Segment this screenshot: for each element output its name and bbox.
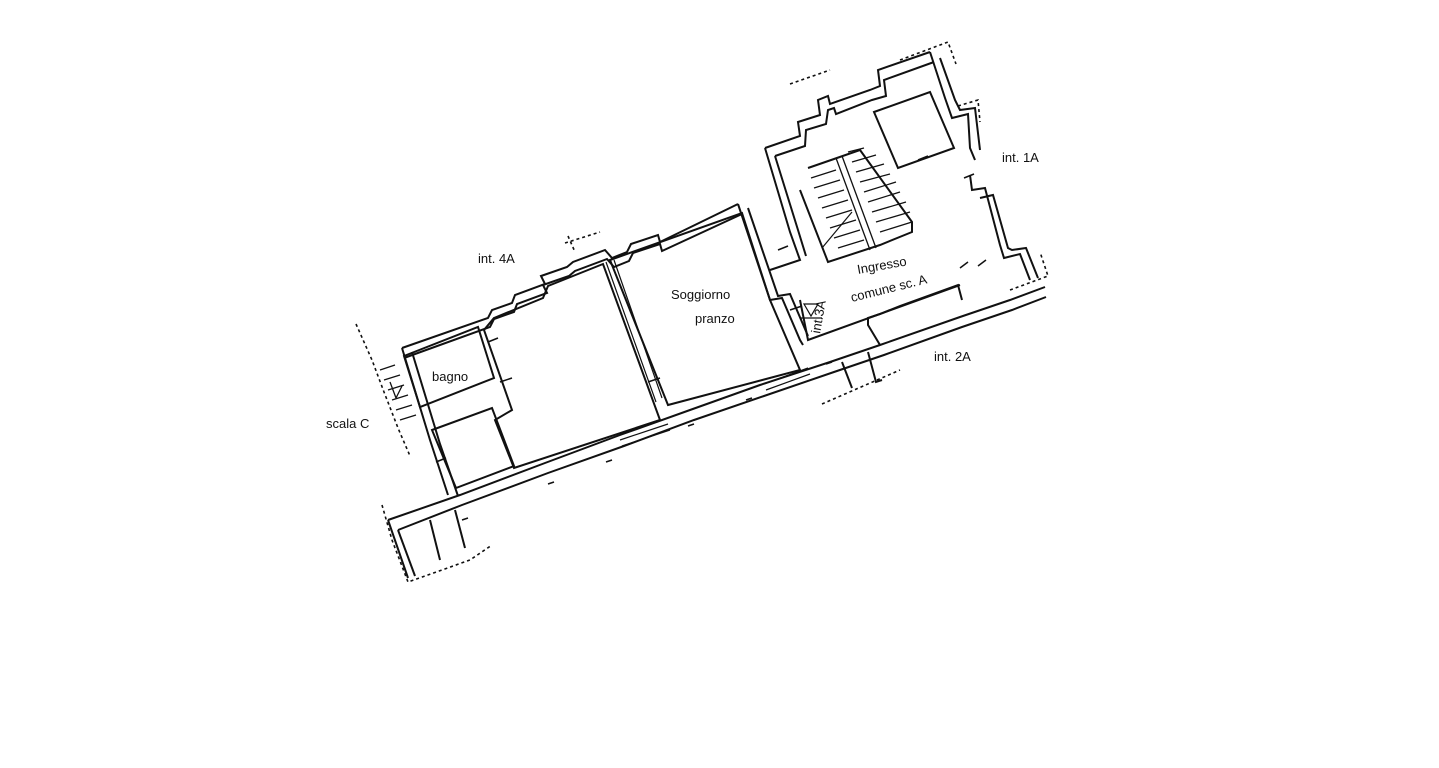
room-bagno	[402, 325, 496, 409]
windows	[605, 259, 811, 447]
label-pranzo: pranzo	[695, 311, 735, 326]
room-northeast	[872, 90, 956, 170]
door-ticks	[435, 155, 987, 521]
room-small-west	[430, 406, 516, 490]
label-int-3a: int.3A	[808, 299, 829, 335]
label-bagno: bagno	[432, 369, 468, 384]
label-ingresso: Ingresso	[856, 254, 908, 277]
interior-walls	[402, 90, 961, 490]
label-soggiorno: Soggiorno	[671, 287, 730, 302]
neighbour-boundaries	[355, 40, 1050, 584]
room-soggiorno	[608, 211, 802, 407]
label-int-2a: int. 2A	[934, 349, 971, 364]
labels: int. 4A int. 1A int. 2A scala C bagno So…	[326, 150, 1039, 431]
label-scala-c: scala C	[326, 416, 369, 431]
staircase	[799, 147, 913, 264]
west-stair	[379, 364, 417, 421]
room-central	[482, 262, 662, 470]
entrance-marker	[800, 303, 822, 319]
label-int-4a: int. 4A	[478, 251, 515, 266]
label-int-1a: int. 1A	[1002, 150, 1039, 165]
